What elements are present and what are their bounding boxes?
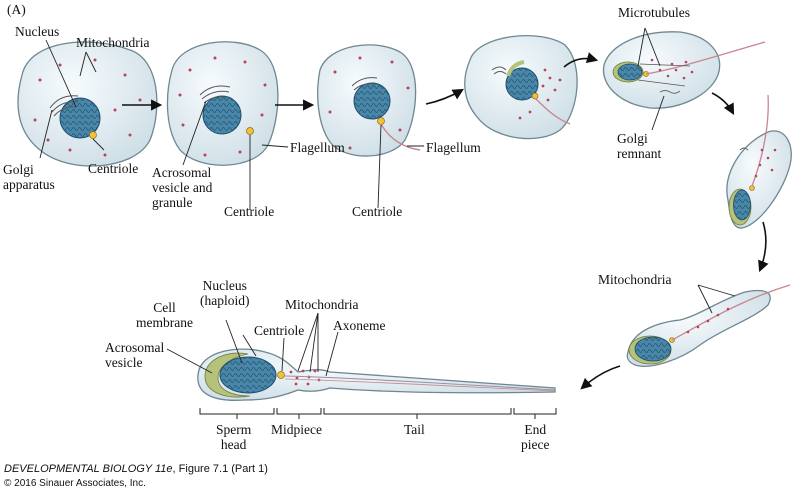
label-mitochondria-3: Mitochondria bbox=[285, 297, 359, 312]
caption-book-title: DEVELOPMENTAL BIOLOGY 11e bbox=[4, 463, 173, 475]
label-nucleus: Nucleus bbox=[15, 24, 60, 39]
label-mitochondria-1: Mitochondria bbox=[76, 35, 150, 50]
leader-lines bbox=[39, 27, 736, 377]
stage-7-spermatid bbox=[626, 284, 791, 367]
stage-1-spermatid bbox=[17, 41, 158, 167]
stage-2-spermatid bbox=[166, 41, 279, 166]
caption-copyright: © 2016 Sinauer Associates, Inc. bbox=[4, 478, 146, 489]
figure-caption: DEVELOPMENTAL BIOLOGY 11e, Figure 7.1 (P… bbox=[4, 463, 268, 476]
label-centriole-1: Centriole bbox=[88, 161, 139, 176]
label-centriole-2: Centriole bbox=[224, 204, 275, 219]
mitochondria-dots bbox=[33, 58, 142, 157]
region-midpiece: Midpiece bbox=[271, 422, 322, 437]
region-end-piece: End piece bbox=[521, 422, 550, 452]
label-centriole-3: Centriole bbox=[352, 204, 403, 219]
label-centriole-4: Centriole bbox=[254, 323, 305, 338]
label-golgi-remnant: Golgi remnant bbox=[617, 131, 662, 161]
region-tail: Tail bbox=[404, 422, 425, 437]
label-acrosomal-vesicle: Acrosomal vesicle bbox=[105, 340, 165, 370]
stage-6-spermatid bbox=[726, 94, 792, 229]
stage-3-spermatid bbox=[317, 44, 421, 157]
stage-4-spermatid bbox=[464, 35, 578, 140]
stage-5-spermatid bbox=[602, 31, 766, 109]
mature-sperm bbox=[197, 348, 556, 401]
label-flagellum-2: Flagellum bbox=[426, 140, 481, 155]
label-acrosomal-vesicle-granule: Acrosomal vesicle and granule bbox=[152, 165, 213, 210]
label-axoneme: Axoneme bbox=[333, 318, 386, 333]
label-flagellum-1: Flagellum bbox=[290, 140, 345, 155]
label-microtubules: Microtubules bbox=[618, 5, 690, 20]
region-brackets bbox=[199, 408, 557, 419]
label-cell-membrane: Cell membrane bbox=[136, 300, 193, 330]
panel-label: (A) bbox=[7, 2, 26, 17]
caption-figure-ref: , Figure 7.1 (Part 1) bbox=[172, 463, 268, 475]
stage-arrows bbox=[122, 52, 769, 390]
label-golgi-apparatus: Golgi apparatus bbox=[3, 162, 55, 192]
label-nucleus-haploid: Nucleus (haploid) bbox=[200, 278, 250, 308]
region-sperm-head: Sperm head bbox=[216, 422, 252, 452]
label-mitochondria-2: Mitochondria bbox=[598, 272, 672, 287]
